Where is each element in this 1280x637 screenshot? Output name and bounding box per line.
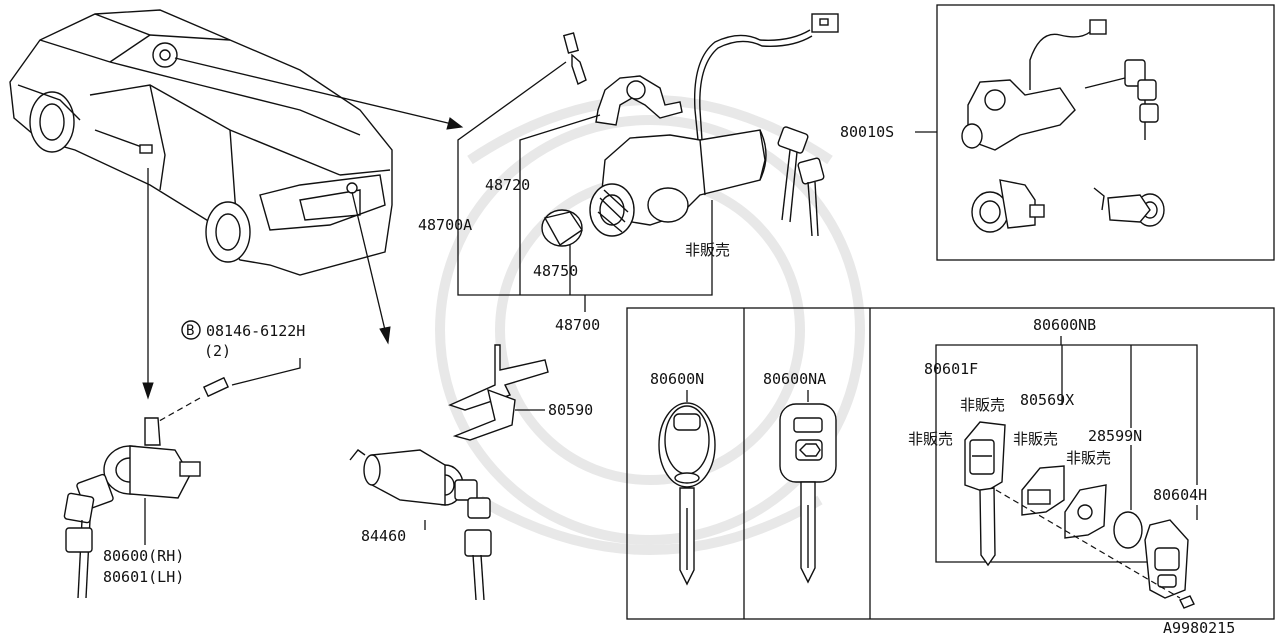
label-not-for-sale-28599n: 非販売: [1066, 449, 1111, 467]
label-80600na: 80600NA: [763, 370, 826, 388]
bolt-callout: B 08146-6122H (2): [151, 320, 305, 426]
door-lock-assembly: [63, 417, 201, 599]
key-80600nb-leaders: [935, 336, 1198, 563]
ignition-leader-lines: [457, 61, 713, 312]
key-80600n: α: [658, 390, 716, 586]
label-48700a: 48700A: [418, 216, 472, 234]
key-80600na: α: [779, 390, 837, 584]
label-bolt-code: 08146-6122H: [206, 322, 305, 340]
label-80600nb: 80600NB: [1033, 316, 1096, 334]
bolt-mark-letter: B: [186, 323, 194, 339]
diagram-id: A9980215: [1163, 619, 1235, 637]
label-48750: 48750: [533, 262, 578, 280]
label-not-for-sale-80569x: 非販売: [1013, 430, 1058, 448]
key-80600nb: [964, 421, 1195, 609]
callout-arrows: [142, 57, 464, 400]
ignition-assembly: [541, 13, 839, 247]
label-not-for-sale-key: 非販売: [908, 430, 953, 448]
label-28599n: 28599N: [1088, 427, 1142, 445]
label-80601-lh: 80601(LH): [103, 568, 184, 586]
label-80590: 80590: [548, 401, 593, 419]
label-80010s: 80010S: [840, 123, 894, 141]
keys-box: [626, 307, 1275, 620]
label-80600-rh: 80600(RH): [103, 547, 184, 565]
trunk-lock-assembly: [349, 344, 549, 601]
label-not-for-sale-80601f: 非販売: [960, 396, 1005, 414]
label-80600n: 80600N: [650, 370, 704, 388]
label-48700: 48700: [555, 316, 600, 334]
kit-80010s-parts: [961, 19, 1165, 233]
label-84460: 84460: [361, 527, 406, 545]
label-not-for-sale-ignition: 非販売: [685, 241, 730, 259]
label-80601f: 80601F: [924, 360, 978, 378]
label-bolt-qty: (2): [204, 342, 231, 360]
bolt-mark-circle: [181, 320, 201, 340]
label-80569x: 80569X: [1020, 391, 1074, 409]
vehicle-illustration: [9, 9, 393, 276]
label-80604h: 80604H: [1153, 486, 1207, 504]
label-48720: 48720: [485, 176, 530, 194]
